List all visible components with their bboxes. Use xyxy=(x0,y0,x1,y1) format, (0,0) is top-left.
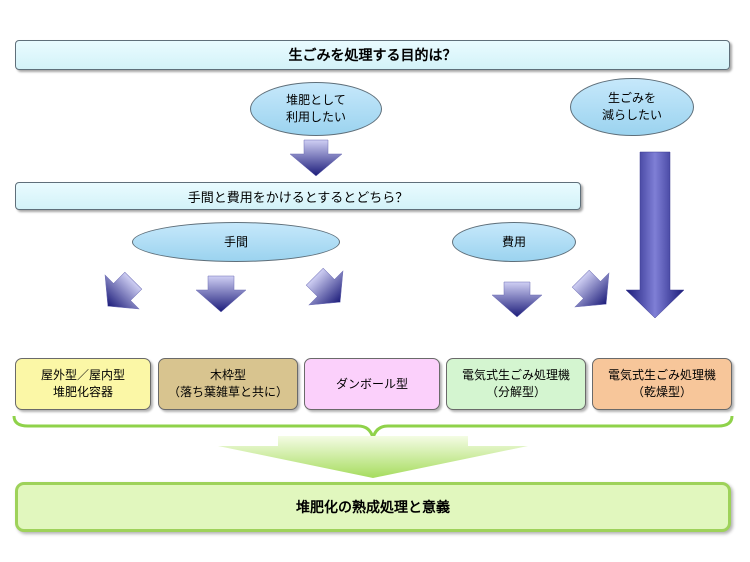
option-label-electric-decomposition: 電気式生ごみ処理機 （分解型） xyxy=(461,368,570,399)
option-box-cardboard: ダンボール型 xyxy=(304,358,440,410)
option-label-compost-container: 屋外型／屋内型 堆肥化容器 xyxy=(40,368,125,399)
arrow-cost-right-icon xyxy=(571,269,610,308)
choice-cost-text: 費用 xyxy=(501,234,526,249)
purpose-question-banner: 生ごみを処理する目的は？ xyxy=(15,40,730,70)
arrow-cost-center-icon xyxy=(491,281,543,318)
choice-effort-ellipse: 手間 xyxy=(132,222,340,262)
purpose-question-text: 生ごみを処理する目的は？ xyxy=(288,48,457,64)
choice-effort-text: 手間 xyxy=(223,234,248,249)
arrow-effort-center-icon xyxy=(195,275,247,313)
choice-cost-ellipse: 費用 xyxy=(452,222,576,262)
purpose-compost-ellipse: 堆肥として 利用したい xyxy=(250,82,382,136)
arrow-effort-right-icon xyxy=(305,267,344,306)
arrow-down-compost-icon xyxy=(289,139,343,177)
effort-cost-question-banner: 手間と費用をかけるとするとどちら？ xyxy=(15,182,581,210)
option-label-cardboard: ダンボール型 xyxy=(335,376,408,391)
option-box-wooden-frame: 木枠型 （落ち葉雑草と共に） xyxy=(158,358,298,410)
result-box: 堆肥化の熟成処理と意義 xyxy=(15,482,731,532)
arrow-long-reduce-icon xyxy=(625,151,685,319)
result-text: 堆肥化の熟成処理と意義 xyxy=(296,500,450,516)
option-label-wooden-frame: 木枠型 （落ち葉雑草と共に） xyxy=(167,368,288,399)
purpose-reduce-ellipse: 生ごみを 減らしたい xyxy=(570,78,694,136)
option-label-electric-drying: 電気式生ごみ処理機 （乾燥型） xyxy=(607,368,716,399)
purpose-compost-text: 堆肥として 利用したい xyxy=(285,93,346,124)
purpose-reduce-text: 生ごみを 減らしたい xyxy=(601,91,662,122)
option-box-electric-decomposition: 電気式生ごみ処理機 （分解型） xyxy=(446,358,586,410)
option-box-electric-drying: 電気式生ごみ処理機 （乾燥型） xyxy=(592,358,732,410)
green-brace-icon xyxy=(12,415,734,439)
option-box-compost-container: 屋外型／屋内型 堆肥化容器 xyxy=(15,358,151,410)
big-green-arrow-icon xyxy=(218,436,528,478)
arrow-effort-left-icon xyxy=(104,271,143,310)
effort-cost-question-text: 手間と費用をかけるとするとどちら？ xyxy=(187,190,409,206)
